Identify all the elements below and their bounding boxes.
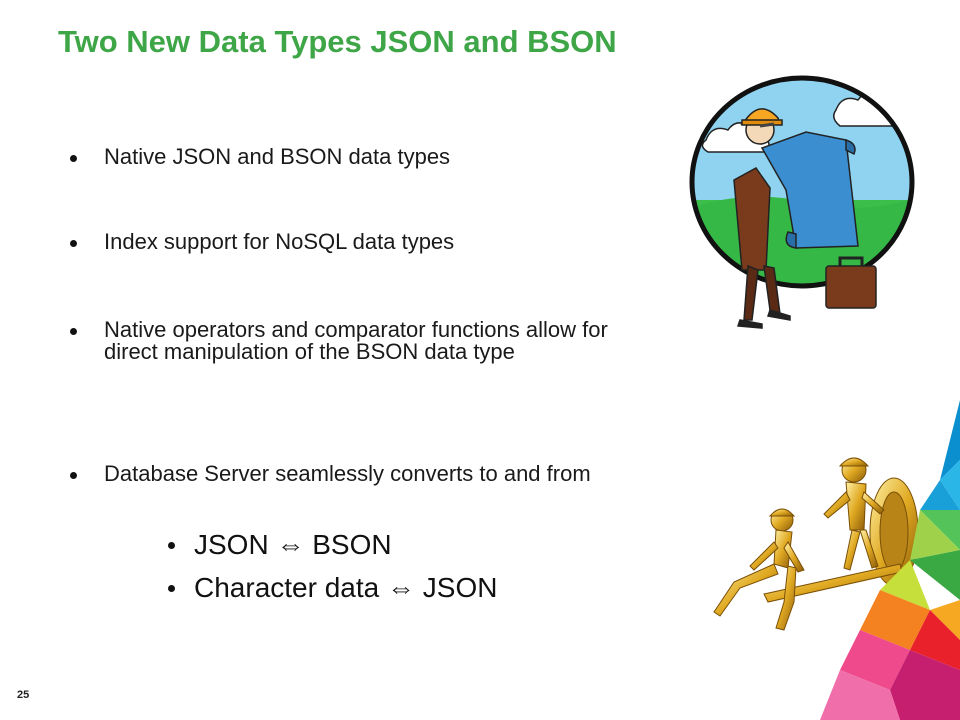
corner-decoration bbox=[820, 400, 960, 720]
sub-bullet-text: Character data ⇔ JSON bbox=[194, 572, 498, 603]
bullet-dot bbox=[70, 240, 77, 247]
bullet-text: Index support for NoSQL data types bbox=[104, 229, 455, 254]
slide-title: Two New Data Types JSON and BSON bbox=[58, 24, 617, 59]
bullet-dot bbox=[168, 585, 175, 592]
page-number: 25 bbox=[17, 689, 30, 701]
bullet-dot bbox=[168, 542, 175, 549]
sub-bullet-text: JSON ⇔ BSON bbox=[194, 529, 392, 560]
engineer-blueprint-icon bbox=[689, 75, 915, 329]
bullet-text: Native JSON and BSON data types bbox=[104, 144, 451, 169]
bullet-text: Database Server seamlessly converts to a… bbox=[104, 461, 591, 486]
bullet-dot bbox=[70, 472, 77, 479]
bullet-dot bbox=[70, 328, 77, 335]
bullet-text: Native operators and comparator function… bbox=[104, 317, 608, 364]
gold-figures-seesaw-icon bbox=[713, 457, 919, 631]
bullet-dot bbox=[70, 155, 77, 162]
